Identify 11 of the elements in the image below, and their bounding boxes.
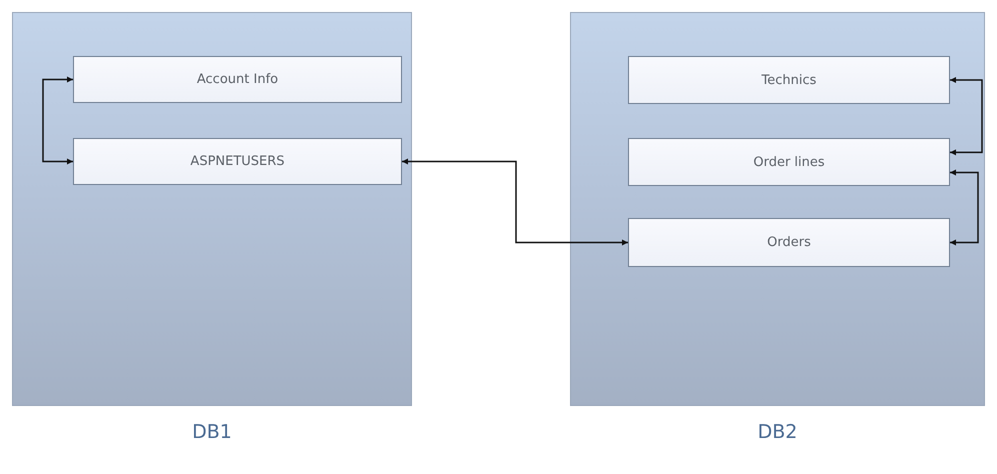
table-box: Order lines (628, 138, 950, 186)
connector-arrow (950, 77, 983, 156)
connector-arrow (402, 158, 628, 246)
connector-arrow (42, 76, 73, 164)
connector-arrow (950, 170, 979, 246)
table-box: ASPNETUSERS (73, 138, 402, 185)
table-box: Technics (628, 56, 950, 104)
database-label: DB1 (191, 420, 233, 444)
database-label: DB2 (756, 420, 798, 444)
table-box: Orders (628, 218, 950, 267)
table-box: Account Info (73, 56, 402, 103)
